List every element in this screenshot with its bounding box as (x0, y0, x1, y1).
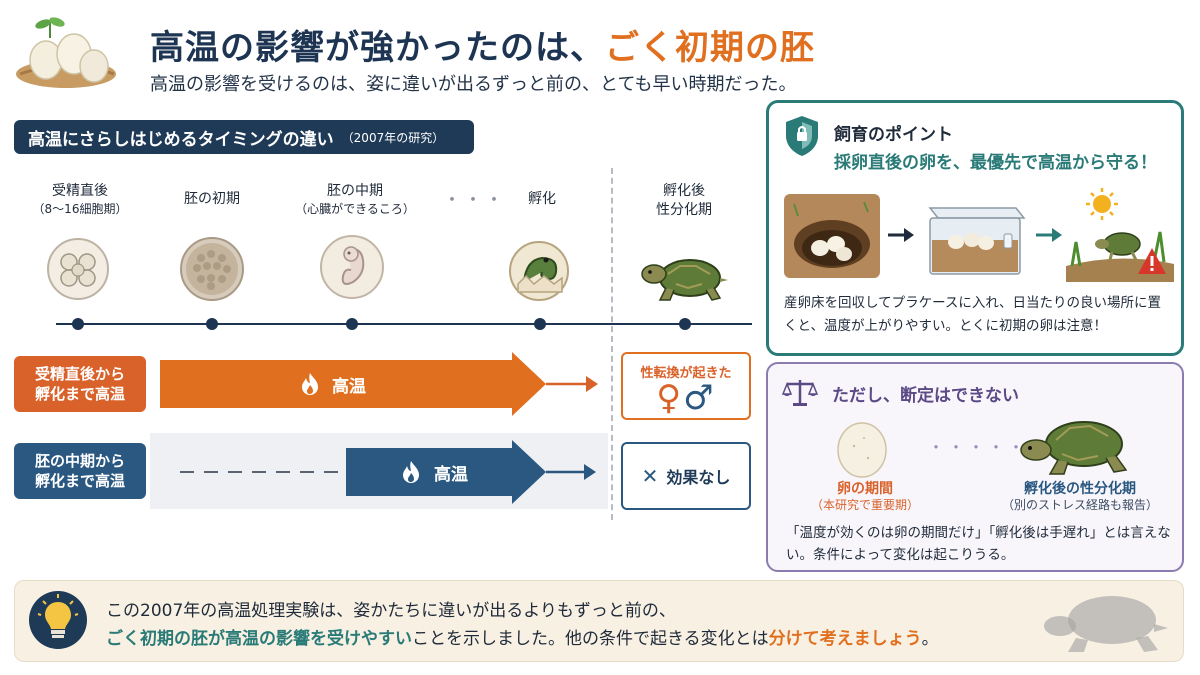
result-no-effect: ✕ 効果なし (621, 442, 751, 510)
stage-sub: （心臓ができるころ） (295, 201, 415, 216)
turtle-silhouette-icon (1044, 596, 1168, 652)
result-text: 効果なし (666, 468, 731, 487)
egg-sub: （本研究で重要期） (810, 498, 919, 513)
stage-name: 受精直後 (52, 183, 108, 199)
page-subtitle: 高温の影響を受けるのは、姿に違いが出るずっと前の、とても早い時期だった。 (150, 74, 797, 95)
sunny-turtle-warning-icon (1066, 188, 1174, 282)
female-symbol-icon: ♀ (656, 378, 684, 418)
heat-bar-row2 (180, 440, 596, 504)
egg-period-label: 卵の期間 （本研究で重要期） (790, 480, 940, 514)
result-sex-reversal: 性転換が起きた ♀♂ (621, 352, 751, 420)
section-note: （2007年の研究） (341, 130, 445, 145)
summary-end: 。 (921, 629, 939, 649)
summary-highlight-separate: 分けて考えましょう (768, 629, 922, 649)
arrow-right-icon (1036, 228, 1062, 242)
panel-title: 飼育のポイント (834, 125, 953, 145)
row-label-from-mid-embryo: 胚の中期から孵化まで高温 (14, 443, 146, 499)
stage-name: 孵化 (528, 191, 556, 207)
title-accent: ごく初期の胚 (605, 28, 815, 68)
timeline-dot (346, 318, 358, 330)
arrow-right-icon (888, 228, 914, 242)
section-header: 高温にさらしはじめるタイミングの違い （2007年の研究） (14, 120, 474, 154)
panel-caption: 「温度が効くのは卵の期間だけ」「孵化後は手遅れ」とは言えない。条件によって変化は… (786, 525, 1171, 564)
result-title: 性転換が起きた (640, 366, 732, 381)
lightbulb-icon (29, 591, 87, 649)
summary-line2: ごく初期の胚が高温の影響を受けやすいことを示しました。他の条件で起きる変化とは分… (106, 624, 939, 649)
post-hatching-label: 孵化後の性分化期 （別のストレス経路も報告） (990, 480, 1170, 514)
morula-icon (180, 237, 244, 301)
turtle-icon (641, 259, 728, 301)
summary-mid: ことを示しました。他の条件で起きる変化とは (412, 629, 769, 649)
male-symbol-icon: ♂ (683, 378, 716, 418)
turtle-icon (1020, 421, 1128, 475)
x-icon: ✕ (641, 464, 659, 488)
summary-line1: この2007年の高温処理実験は、姿かたちに違いが出るよりもずっと前の、 (106, 601, 676, 621)
eggs-in-nest-icon (16, 17, 116, 88)
timeline-dot (534, 318, 546, 330)
stage-label-fertilization: 受精直後 （8〜16細胞期） (10, 182, 150, 217)
panel-caption: 産卵床を回収してプラケースに入れ、日当たりの良い場所に置くと、温度が上がりやすい… (784, 295, 1162, 334)
turtle-sub: （別のストレス経路も報告） (1001, 498, 1158, 513)
nest-hole-icon (784, 194, 880, 278)
stage-label-hatching: 孵化 (472, 190, 612, 209)
page-title: 高温の影響が強かったのは、ごく初期の胚 (150, 20, 815, 69)
egg-icon (837, 422, 887, 478)
flame-icon (403, 461, 419, 483)
ellipsis: ・・・・・ (928, 438, 1029, 457)
stage-sub: （8〜16細胞期） (32, 201, 128, 216)
timeline-dot (72, 318, 84, 330)
timeline-axis (56, 323, 752, 325)
timeline-dot (206, 318, 218, 330)
ellipsis: ・・・ (443, 190, 506, 211)
row-label-line: 受精直後から (34, 364, 125, 383)
balance-scale-icon (782, 380, 818, 406)
row-label-from-fertilization: 受精直後から孵化まで高温 (14, 356, 146, 412)
heat-bar-row1 (160, 352, 598, 416)
stage-label-mid-embryo: 胚の中期 （心臓ができるころ） (285, 182, 425, 217)
timeline-dot (679, 318, 691, 330)
cell-cluster-icon (47, 238, 109, 300)
hatching-turtle-icon (509, 241, 569, 301)
section-title: 高温にさらしはじめるタイミングの違い (28, 129, 334, 150)
turtle-label: 孵化後の性分化期 (1024, 481, 1136, 497)
stage-name-2: 性分化期 (656, 201, 712, 218)
embryo-icon (320, 235, 384, 299)
sex-symbols: ♀♂ (623, 378, 749, 418)
summary-bar (14, 580, 1184, 662)
heat-bar-label: 高温 (332, 377, 366, 397)
title-main: 高温の影響が強かったのは、 (150, 28, 605, 68)
stage-name: 胚の中期 (327, 183, 383, 199)
hatching-divider (611, 168, 613, 520)
stage-label-post-hatching: 孵化後 性分化期 (614, 182, 754, 220)
row-label-line: 胚の中期から (34, 451, 125, 470)
stage-label-early-embryo: 胚の初期 (142, 190, 282, 209)
row-label-line: 孵化まで高温 (34, 472, 125, 490)
panel-subtitle: 採卵直後の卵を、最優先で高温から守る！ (834, 153, 1157, 173)
flame-icon (302, 373, 318, 395)
panel-title: ただし、断定はできない (832, 386, 1019, 406)
shield-icon (786, 116, 818, 156)
stage-name: 孵化後 (663, 183, 705, 199)
egg-label: 卵の期間 (837, 481, 893, 497)
stage-name: 胚の初期 (184, 191, 240, 207)
row-label-line: 孵化まで高温 (34, 385, 125, 403)
plastic-case-icon (928, 207, 1026, 275)
heat-bar-label: 高温 (434, 465, 468, 485)
summary-highlight-early-embryo: ごく初期の胚が高温の影響を受けやすい (106, 629, 412, 649)
